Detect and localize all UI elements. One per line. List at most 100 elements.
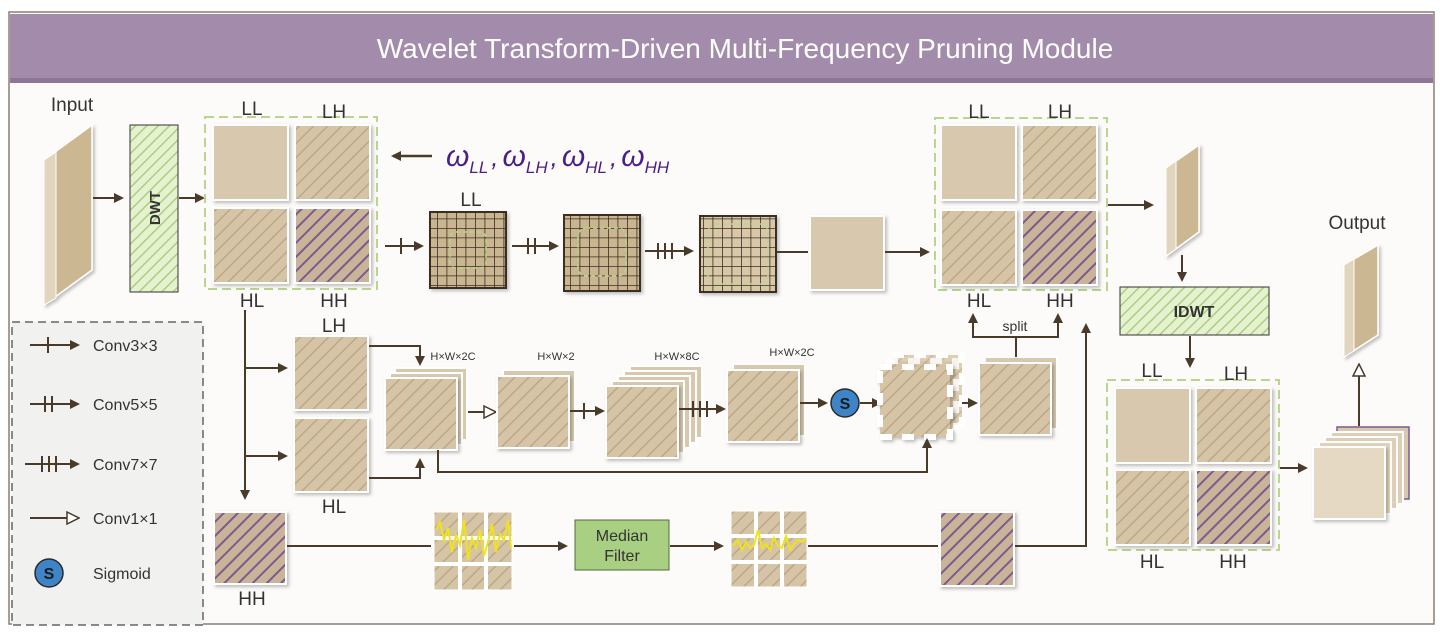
split-stack — [978, 356, 1058, 436]
hh-label-branch: HH — [238, 589, 265, 610]
median-filter-block: Median Filter — [574, 519, 670, 571]
input-label: Input — [51, 95, 94, 116]
sigmoid-legend-icon: S — [34, 558, 64, 588]
dwt-label: DWT — [147, 191, 164, 225]
idwt-ll — [1114, 387, 1191, 464]
arrow-split-to-hl — [968, 313, 1017, 357]
merged-feature-slab — [1165, 143, 1200, 258]
ll-label-2: LL — [968, 102, 989, 123]
ll-label-3: LL — [1141, 361, 1162, 382]
hl-label-3: HL — [1140, 552, 1164, 573]
arrow-conv5x5-ll — [512, 238, 559, 254]
hl-label-1: HL — [240, 291, 264, 312]
dwt-block: DWT — [129, 124, 179, 293]
subband-group-merged — [934, 117, 1108, 291]
legend-item-conv3x3: Conv3×3 — [30, 337, 158, 355]
ll-label-1: LL — [241, 99, 262, 120]
output-feature-slab — [1343, 243, 1379, 359]
hh-label-2: HH — [1046, 291, 1073, 312]
idwt-block: IDWT — [1119, 286, 1270, 336]
ll-grid-conv3 — [429, 211, 507, 289]
concat-stack — [384, 367, 468, 451]
arrow-conv3x3-ll — [385, 238, 424, 254]
legend-label-conv1x1: Conv1×1 — [93, 511, 158, 528]
dim-label-2: H×W×2 — [537, 351, 574, 363]
dim-label-4: H×W×2C — [769, 347, 814, 359]
ll-grid-conv7 — [699, 215, 777, 293]
subband-ll — [212, 124, 289, 201]
arrow-conv7x7-branch — [679, 401, 726, 417]
arrow-hl-to-concat — [369, 458, 425, 479]
attention-stack-2 — [496, 369, 576, 449]
idwt-lh — [1195, 387, 1272, 464]
lh-label-2: LH — [1048, 102, 1072, 123]
idwt-hh — [1195, 469, 1272, 546]
legend-item-sigmoid: S Sigmoid — [34, 558, 151, 588]
idwt-hl — [1114, 469, 1191, 546]
hh-label-3: HH — [1219, 552, 1246, 573]
subband-group-idwt — [1106, 379, 1280, 551]
attention-stack-8c — [605, 365, 703, 459]
arrow-split-to-hh — [1016, 313, 1063, 338]
merged-hh — [1021, 209, 1098, 286]
arrow-conv7x7-ll — [645, 243, 694, 259]
output-label: Output — [1328, 213, 1386, 234]
legend-label-conv5x5: Conv5×5 — [93, 397, 158, 414]
idwt-label: IDWT — [1174, 304, 1215, 321]
ll-grid-conv5 — [563, 214, 641, 292]
lh-label-3: LH — [1224, 364, 1248, 385]
arrow-2-bar-icon — [30, 396, 80, 412]
output-stack — [1312, 426, 1410, 520]
subband-hh — [294, 207, 371, 284]
merged-ll — [940, 124, 1017, 201]
subband-lh — [294, 124, 371, 201]
noisy-signal-grid — [433, 511, 513, 591]
arrow-3-bar-icon — [25, 456, 80, 472]
subband-group-dwt — [204, 116, 378, 290]
ll-output-block — [809, 215, 885, 291]
branch-hl — [293, 417, 369, 493]
legend-label-sigmoid: Sigmoid — [93, 566, 151, 583]
title-bar: Wavelet Transform-Driven Multi-Frequency… — [10, 14, 1433, 83]
median-filter-label-1: Median — [596, 528, 648, 545]
median-filter-label-2: Filter — [604, 548, 640, 565]
attention-stack-2c — [726, 363, 806, 443]
branch-lh — [293, 335, 369, 411]
dim-label-3: H×W×8C — [654, 351, 699, 363]
legend-label-conv3x3: Conv3×3 — [93, 338, 158, 355]
svg-text:S: S — [840, 396, 851, 413]
merged-hl — [940, 209, 1017, 286]
arrow-hh-to-merge — [1015, 323, 1091, 547]
frequency-weights: ωLL,ωLH,ωHL,ωHH — [446, 140, 670, 177]
page-title: Wavelet Transform-Driven Multi-Frequency… — [377, 33, 1114, 64]
legend-item-conv7x7: Conv7×7 — [25, 456, 158, 474]
filtered-hh-block — [939, 511, 1015, 587]
hh-label-1: HH — [320, 291, 347, 312]
input-feature-slab — [43, 123, 93, 307]
legend: Conv3×3 Conv5×5 Conv7×7 Conv1×1 — [11, 321, 204, 626]
legend-item-conv1x1: Conv1×1 — [30, 511, 158, 528]
subband-hl — [212, 207, 289, 284]
ll-branch-label: LL — [460, 190, 481, 211]
lh-label-branch: LH — [322, 316, 346, 337]
weighted-feature-stack — [877, 352, 965, 440]
hl-label-branch: HL — [322, 497, 346, 518]
split-label: split — [1003, 318, 1028, 334]
merged-lh — [1021, 124, 1098, 201]
residual-connection — [437, 438, 932, 473]
arrow-conv3x3-branch — [570, 403, 605, 419]
filtered-signal-grid — [730, 510, 808, 588]
ll-kernel-outline-3 — [707, 223, 769, 285]
hl-label-2: HL — [967, 291, 991, 312]
arrow-lh-to-concat — [369, 345, 425, 366]
ll-kernel-outline-1 — [449, 231, 487, 269]
sigmoid-circle-icon: S — [830, 388, 860, 418]
branch-hh — [213, 511, 287, 585]
legend-item-conv5x5: Conv5×5 — [30, 396, 158, 414]
svg-text:S: S — [44, 566, 55, 583]
legend-label-conv7x7: Conv7×7 — [93, 457, 158, 474]
ll-kernel-outline-2 — [577, 227, 627, 277]
dim-label-1: H×W×2C — [430, 351, 475, 363]
